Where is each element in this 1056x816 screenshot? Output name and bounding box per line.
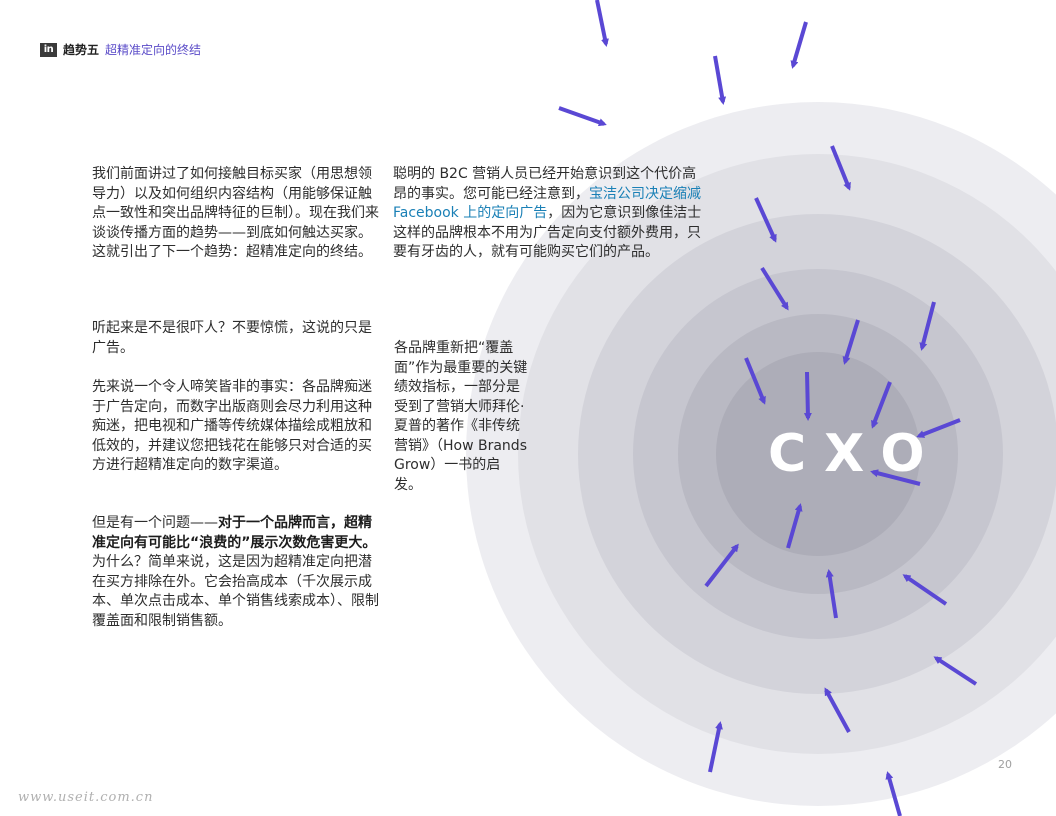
text-run: 为什么？简单来说，这是因为超精准定向把潜在买方排除在外。它会抬高成本（千次展示成…: [92, 554, 379, 629]
arrow: [754, 197, 777, 243]
arrow: [919, 301, 936, 351]
arrow: [713, 55, 727, 105]
text-run: ，因为它意识到像佳洁士这样的品牌根本不用为广告定向支付额外费用，只要有牙齿的人，…: [393, 205, 702, 260]
body-paragraph: 但是有一个问题——对于一个品牌而言，超精准定向有可能比“浪费的”展示次数危害更大…: [92, 514, 384, 631]
section-label: 趋势五: [63, 43, 100, 57]
body-paragraph: 先来说一个令人啼笑皆非的事实：各品牌痴迷于广告定向，而数字出版商则会尽力利用这种…: [92, 379, 372, 473]
page-number: 20: [998, 758, 1012, 771]
bold-emphasis: 对于一个品牌而言，超精准定向有可能比“浪费的”展示次数危害更大。: [92, 515, 377, 551]
linkedin-logo-icon: in: [40, 42, 57, 57]
body-paragraph: 聪明的 B2C 营销人员已经开始意识到这个代价高昂的事实。您可能已经注意到，宝洁…: [393, 165, 705, 263]
arrow: [871, 381, 892, 429]
arrow: [933, 656, 978, 686]
pg-facebook-link[interactable]: 宝洁公司决定缩减 Facebook 上的定向广告: [393, 185, 701, 222]
text-run: 但是有一个问题——: [92, 515, 218, 531]
arrow: [916, 418, 961, 438]
arrow: [830, 145, 851, 191]
arrow: [558, 106, 607, 127]
arrow: [902, 574, 948, 606]
callout-paragraph: 各品牌重新把“覆盖面”作为最重要的关键绩效指标，一部分是受到了营销大师拜伦·夏普…: [394, 340, 528, 493]
arrow: [704, 543, 739, 588]
target-rings: [466, 102, 1056, 806]
body-paragraph: 我们前面讲过了如何接触目标买家（用思想领导力）以及如何组织内容结构（用能够保证触…: [92, 166, 379, 260]
watermark: www.useit.com.cn: [18, 790, 154, 805]
arrow: [760, 266, 789, 311]
section-title: 超精准定向的终结: [105, 43, 202, 57]
ring-6: [716, 352, 920, 556]
arrow: [786, 503, 803, 549]
arrow: [885, 771, 902, 816]
arrow: [790, 21, 808, 69]
arrow: [744, 357, 766, 405]
page-header: in 趋势五 超精准定向的终结: [40, 41, 201, 58]
arrow: [870, 469, 921, 486]
arrow: [595, 0, 609, 47]
arrow: [708, 721, 723, 773]
arrow: [824, 687, 851, 733]
arrow: [842, 319, 860, 365]
text-run: 聪明的 B2C 营销人员已经开始意识到这个代价高昂的事实。您可能已经注意到，: [393, 166, 697, 202]
arrows: [558, 0, 978, 816]
arrow: [803, 371, 812, 421]
arrow: [825, 569, 838, 619]
body-paragraph: 听起来是不是很吓人？不要惊慌，这说的只是广告。: [92, 320, 372, 356]
cxo-label: CXO: [768, 424, 943, 484]
